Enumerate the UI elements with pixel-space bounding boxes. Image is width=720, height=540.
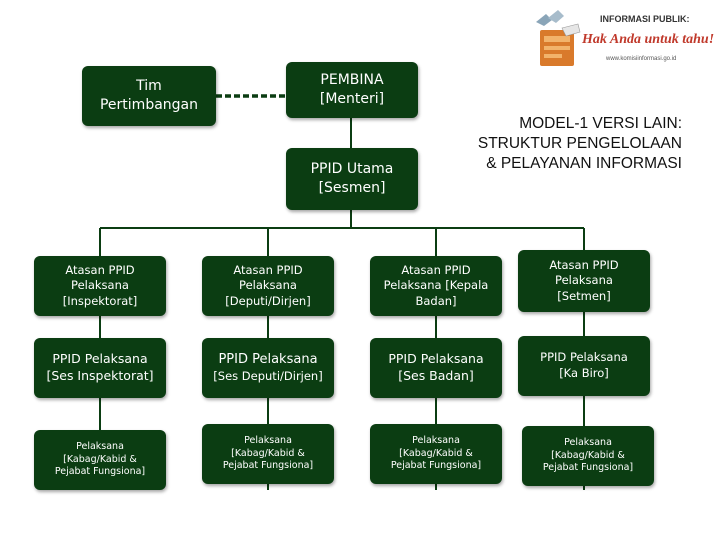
node-pembina: PEMBINA [Menteri] [286,62,418,118]
col3-pejabat-line1: Pelaksana [412,434,460,446]
col4-pelaksana-box: PPID Pelaksana [Ka Biro] [518,336,650,396]
col3-pejabat-box: Pelaksana [Kabag/Kabid & Pejabat Fungsio… [370,424,502,484]
col1-pejabat-line1: Pelaksana [76,440,124,452]
col4-atasan-line1: Atasan PPID [549,257,619,272]
node-tim-line1: Tim [136,78,162,95]
logo-heading: INFORMASI PUBLIK: [600,14,690,24]
col2-atasan-box: Atasan PPID Pelaksana [Deputi/Dirjen] [202,256,334,316]
col4-atasan-box: Atasan PPID Pelaksana [Setmen] [518,250,650,312]
col3-atasan-line3: Badan] [415,293,457,308]
col1-pelaksana-line2: [Ses Inspektorat] [46,368,154,383]
col4-pejabat-line1: Pelaksana [564,436,612,448]
col1-pelaksana-line1: PPID Pelaksana [52,351,148,367]
col2-pelaksana-box: PPID Pelaksana [Ses Deputi/Dirjen] [202,338,334,398]
col3-atasan-box: Atasan PPID Pelaksana [Kepala Badan] [370,256,502,316]
col1-atasan-line3: [Inspektorat] [62,293,138,308]
col2-pelaksana-line2: [Ses Deputi/Dirjen] [213,369,323,384]
col1-atasan-line1: Atasan PPID [65,262,135,277]
col3-pelaksana-box: PPID Pelaksana [Ses Badan] [370,338,502,398]
col2-pejabat-line3: Pejabat Fungsiona] [222,460,314,472]
col4-pejabat-line3: Pejabat Fungsiona] [542,462,634,474]
logo-slogan: Hak Anda untuk tahu! [582,32,715,47]
logo-graphic [536,10,581,66]
node-tim-pertimbangan: Tim Pertimbangan [82,66,216,126]
node-utama-line2: [Sesmen] [318,180,386,196]
node-ppid-utama: PPID Utama [Sesmen] [286,148,418,210]
col2-pejabat-box: Pelaksana [Kabag/Kabid & Pejabat Fungsio… [202,424,334,484]
info-logo-icon: INFORMASI PUBLIK: Hak Anda untuk tahu! w… [522,6,716,72]
title-line3: & PELAYANAN INFORMASI [486,155,682,173]
col3-pelaksana-line2: [Ses Badan] [398,368,474,383]
col4-pelaksana-line2: [Ka Biro] [559,366,609,380]
col2-pejabat-line1: Pelaksana [244,434,292,446]
col1-pelaksana-box: PPID Pelaksana [Ses Inspektorat] [34,338,166,398]
title-line1: MODEL-1 VERSI LAIN: [519,115,682,132]
col4-atasan-line2: Pelaksana [555,273,613,288]
col3-pelaksana-line1: PPID Pelaksana [388,351,484,367]
node-utama-line1: PPID Utama [310,161,394,178]
col2-pelaksana-line1: PPID Pelaksana [218,352,318,368]
col1-atasan-line2: Pelaksana [71,278,129,293]
node-pembina-line2: [Menteri] [319,91,385,107]
title-line2: STRUKTUR PENGELOLAAN [477,135,682,153]
col2-atasan-line2: Pelaksana [239,278,297,293]
col2-atasan-line3: [Deputi/Dirjen] [225,293,311,308]
col1-pejabat-line3: Pejabat Fungsiona] [54,466,146,478]
node-tim-line2: Pertimbangan [99,97,198,113]
col3-atasan-line2: Pelaksana [Kepala [383,278,489,293]
col4-pelaksana-line1: PPID Pelaksana [540,350,628,365]
col1-pejabat-line2: [Kabag/Kabid & [63,453,137,465]
col3-pejabat-line3: Pejabat Fungsiona] [390,460,482,472]
col4-pejabat-box: Pelaksana [Kabag/Kabid & Pejabat Fungsio… [522,426,654,486]
col3-pejabat-line2: [Kabag/Kabid & [399,447,473,459]
col1-pejabat-box: Pelaksana [Kabag/Kabid & Pejabat Fungsio… [34,430,166,490]
logo-url: www.komisiinformasi.go.id [606,56,677,62]
col2-pejabat-line2: [Kabag/Kabid & [231,447,305,459]
col1-atasan-box: Atasan PPID Pelaksana [Inspektorat] [34,256,166,316]
col2-atasan-line1: Atasan PPID [233,262,303,277]
col3-atasan-line1: Atasan PPID [401,262,471,277]
col4-atasan-line3: [Setmen] [557,288,611,303]
node-pembina-line1: PEMBINA [320,72,384,89]
diagram-title: MODEL-1 VERSI LAIN: STRUKTUR PENGELOLAAN… [432,114,682,174]
col4-pejabat-line2: [Kabag/Kabid & [551,449,625,461]
